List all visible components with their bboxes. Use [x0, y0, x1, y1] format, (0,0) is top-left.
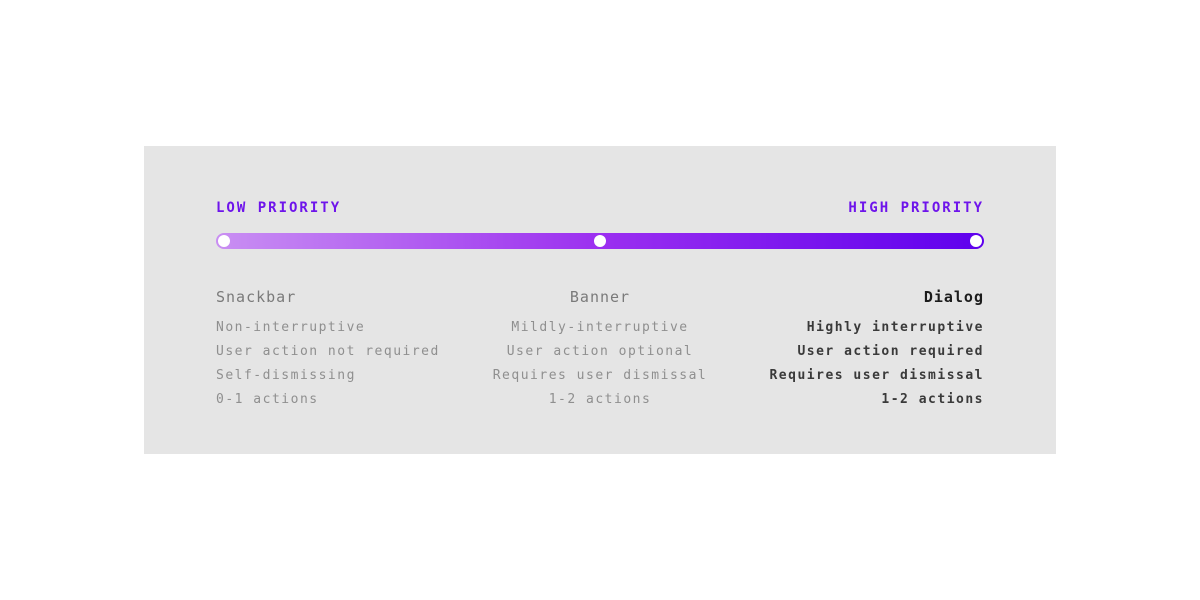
high-priority-label: HIGH PRIORITY: [848, 200, 984, 216]
column-title: Banner: [569, 288, 631, 306]
component-columns: Snackbar Non-interruptive User action no…: [216, 287, 984, 412]
column-title: Dialog: [923, 288, 984, 306]
scale-marker-low: [218, 235, 230, 247]
attribute-row: Requires user dismissal: [492, 368, 708, 383]
column-title: Snackbar: [216, 288, 297, 306]
attribute-row: 1-2 actions: [881, 392, 984, 407]
attribute-row: 0-1 actions: [216, 392, 319, 407]
attribute-row: Requires user dismissal: [769, 368, 984, 383]
attribute-row: Self-dismissing: [216, 368, 356, 383]
low-priority-label: LOW PRIORITY: [216, 200, 342, 216]
priority-card: LOW PRIORITY HIGH PRIORITY Snackbar Non-…: [144, 146, 1056, 454]
attribute-row: User action optional: [506, 344, 694, 359]
attribute-row: User action required: [797, 344, 984, 359]
attribute-row: Non-interruptive: [216, 320, 366, 335]
scale-marker-high: [970, 235, 982, 247]
attribute-list: Highly interruptive User action required…: [728, 316, 984, 412]
column-snackbar: Snackbar Non-interruptive User action no…: [216, 287, 472, 412]
attribute-list: Non-interruptive User action not require…: [216, 316, 472, 412]
column-banner: Banner Mildly-interruptive User action o…: [472, 287, 728, 412]
attribute-row: User action not required: [216, 344, 440, 359]
attribute-list: Mildly-interruptive User action optional…: [472, 316, 728, 412]
attribute-row: Mildly-interruptive: [511, 320, 689, 335]
scale-marker-mid: [594, 235, 606, 247]
attribute-row: 1-2 actions: [548, 392, 652, 407]
priority-scale-labels: LOW PRIORITY HIGH PRIORITY: [216, 200, 984, 216]
attribute-row: Highly interruptive: [806, 320, 984, 335]
priority-gradient-bar: [216, 233, 984, 249]
column-dialog: Dialog Highly interruptive User action r…: [728, 287, 984, 412]
